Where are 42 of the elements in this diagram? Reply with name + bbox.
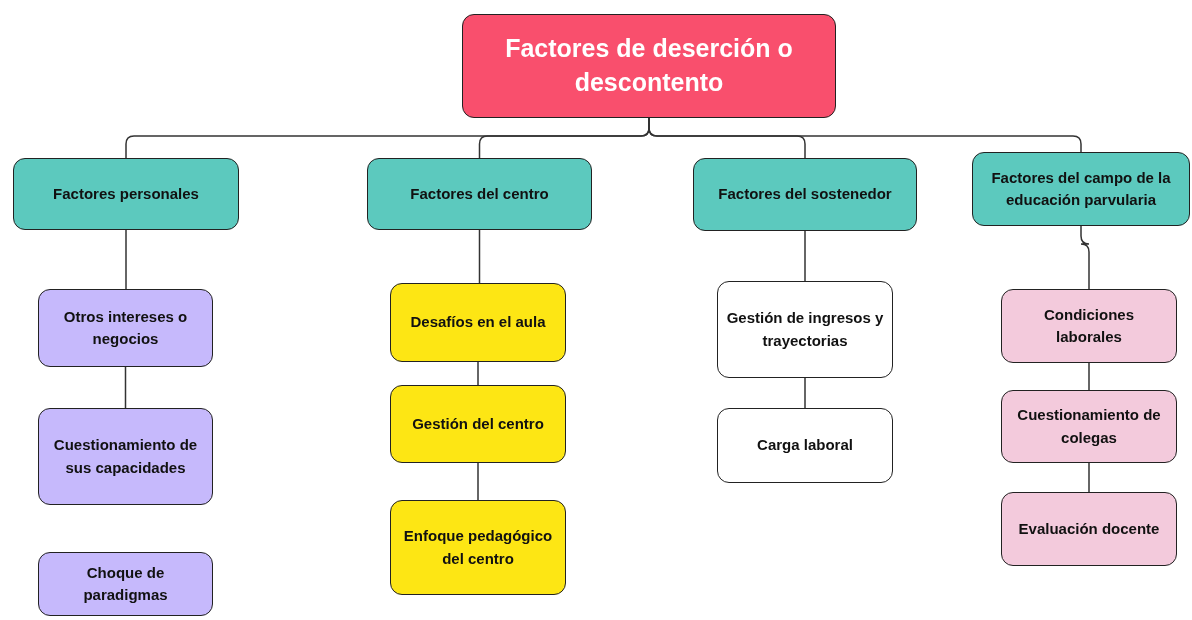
topic-text: Factores personales [53,183,199,204]
topic-text: Factores del centro [410,183,549,204]
topic-box [693,158,917,231]
topic-box [390,500,566,595]
topic-text: Factores del campo de la educación parvularia [990,167,1172,210]
topic-text: Gestión de ingresos y trayectorias [726,308,884,351]
topic-box [1001,492,1177,566]
topic-box [1001,390,1177,463]
topic-text: Cuestionamiento de colegas [1016,405,1162,448]
topic-text: Factores del sostenedor [718,184,892,205]
topic-text: Otros intereses o negocios [62,306,189,349]
topic-box [717,408,893,483]
topic-box [38,408,213,505]
topic-text: Enfoque pedagógico del centro [402,526,554,569]
topic-text: Gestión del centro [412,413,544,434]
topic-box [390,283,566,362]
connector-line [1080,225,1090,290]
connector-line [1088,362,1090,391]
topic-text: Carga laboral [757,435,853,456]
connector-line [804,377,806,409]
connector-line [804,230,806,282]
topic-text: Cuestionamiento de sus capacidades [52,435,199,478]
topic-text: Condiciones laborales [1043,304,1135,347]
connector-line [124,366,127,409]
title-box [462,14,836,118]
topic-text: Desafíos en el aula [410,312,546,333]
topic-text: Evaluación docente [1018,518,1160,539]
connector-line [1088,462,1090,493]
connector-line [125,229,127,290]
topic-box [1001,289,1177,363]
topic-box [367,158,592,230]
topic-box [972,152,1190,226]
topic-box [390,385,566,463]
topic-box [13,158,239,230]
connector-line [477,462,479,501]
topic-box [38,552,213,616]
topic-box [717,281,893,378]
connector-line [477,361,479,386]
topic-text: Choque de paradigmas [82,562,169,605]
topic-box [38,289,213,367]
connector-line [478,229,481,284]
title-text: Factores de deserción o descontento [504,33,794,98]
